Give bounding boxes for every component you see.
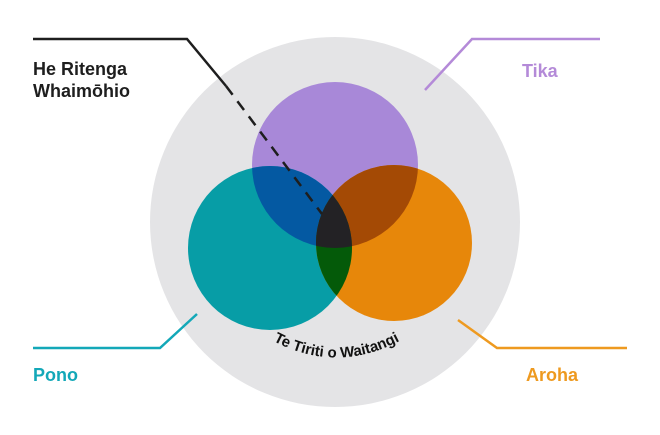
leader-line-pono xyxy=(33,313,198,350)
label-aroha: Aroha xyxy=(526,365,579,385)
center-label: He Ritenga Whaimōhio xyxy=(33,58,130,102)
leader-line-aroha xyxy=(457,318,627,350)
leader-line-center xyxy=(33,37,227,87)
overlap-tika-pono xyxy=(252,166,352,248)
label-tika: Tika xyxy=(522,61,558,81)
leader-line-center-dashed xyxy=(225,85,323,215)
leader-line-tika xyxy=(424,37,600,91)
center-label-line-1: He Ritenga xyxy=(33,59,128,79)
center-label-line-2: Whaimōhio xyxy=(33,81,130,101)
label-pono: Pono xyxy=(33,365,78,385)
